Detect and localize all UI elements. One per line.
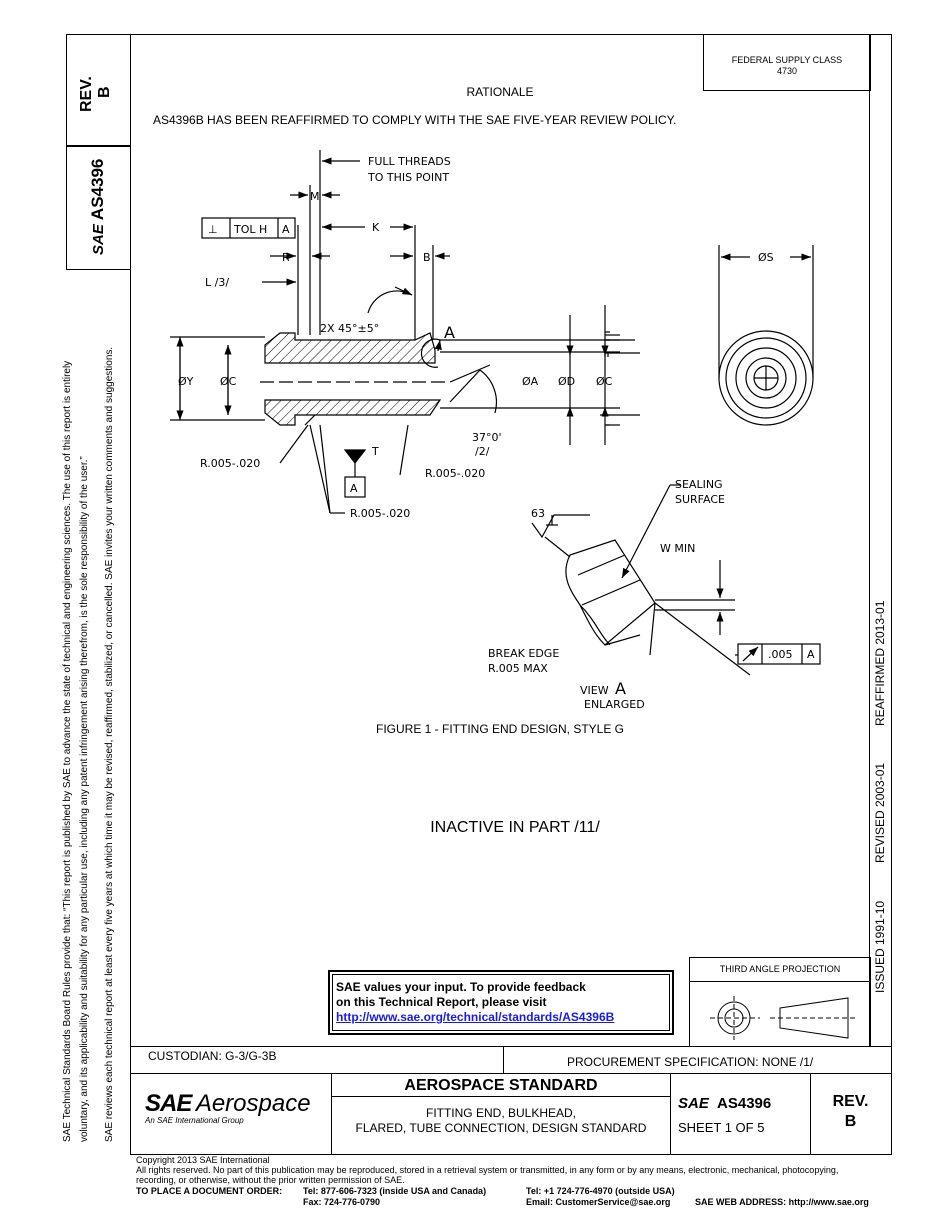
reaffirmed-date: REAFFIRMED 2013-01: [873, 600, 887, 726]
logo-tagline: An SAE International Group: [145, 1116, 244, 1125]
angle-label: 37°0': [472, 431, 502, 444]
document-title: FITTING END, BULKHEAD, FLARED, TUBE CONN…: [355, 1106, 647, 1135]
enlarged-label: ENLARGED: [584, 698, 645, 711]
radius-left: R.005-.020: [200, 457, 260, 470]
finish-label: 63: [531, 507, 545, 520]
title-block-bottom: [130, 1154, 892, 1155]
supply-class-box: FEDERAL SUPPLY CLASS 4730: [703, 34, 871, 91]
fcf-value: .005: [768, 648, 793, 661]
tol-datum: A: [282, 223, 290, 236]
custodian: CUSTODIAN: G-3/G-3B: [148, 1049, 277, 1063]
standard-type: AEROSPACE STANDARD: [404, 1077, 598, 1094]
dim-s: ØS: [758, 251, 774, 264]
figure-caption: FIGURE 1 - FITTING END DESIGN, STYLE G: [375, 722, 625, 736]
rules-text-3: SAE reviews each technical report at lea…: [104, 346, 115, 1142]
logo-divider: [331, 1073, 332, 1155]
full-threads-label: FULL THREADS: [368, 155, 451, 168]
tol-h: TOL H: [233, 223, 267, 236]
rev-block: REV. B: [832, 1093, 869, 1130]
frame-right: [891, 34, 892, 1154]
fitting-end-drawing: [170, 305, 640, 445]
dim-l: L /3/: [205, 276, 229, 289]
feedback-box: SAE values your input. To provide feedba…: [328, 970, 674, 1035]
dim-b: B: [423, 251, 431, 264]
sealing-label: SEALING: [675, 478, 723, 491]
sae-aerospace-logo: SAE Aerospace An SAE International Group: [145, 1090, 311, 1125]
dim-r: R: [282, 251, 290, 264]
custodian-divider: [503, 1046, 504, 1074]
chamfer-label: 2X 45°±5°: [320, 322, 379, 335]
rights-line-2: recording, or otherwise, without the pri…: [136, 1175, 405, 1185]
right-strip-border: [869, 34, 870, 1046]
frame-top: [130, 34, 892, 35]
doc-number-left: SAE AS4396: [88, 158, 107, 255]
rules-text-2: voluntary, and its applicability and sui…: [79, 456, 90, 1142]
w-min-label: W MIN: [660, 542, 695, 555]
rights-line-1: All rights reserved. No part of this pub…: [136, 1165, 839, 1175]
full-threads-label-2: TO THIS POINT: [367, 171, 449, 184]
aerospace-wordmark: Aerospace: [195, 1090, 311, 1117]
fitting-end-detail-drawing: FULL THREADS TO THIS POINT M K R B L /3/…: [178, 150, 821, 711]
dim-c-left: ØC: [220, 375, 237, 388]
datum-t: T: [371, 445, 379, 458]
dim-c-right: ØC: [596, 375, 613, 388]
web-address: SAE WEB ADDRESS: http://www.sae.org: [695, 1197, 869, 1207]
view-label: VIEW: [580, 684, 609, 697]
rationale-text: AS4396B HAS BEEN REAFFIRMED TO COMPLY WI…: [153, 113, 677, 127]
std-type-underline: [331, 1096, 671, 1097]
rev-divider: [810, 1073, 811, 1155]
doc-number-block: SAE AS4396: [678, 1095, 771, 1112]
dim-m: M: [310, 190, 320, 203]
radius-bottom: R.005-.020: [350, 507, 410, 520]
copyright: Copyright 2013 SAE International: [136, 1155, 270, 1165]
fax: Fax: 724-776-0790: [303, 1197, 381, 1207]
fcf-datum: A: [807, 648, 815, 661]
title-block-top: [130, 1046, 892, 1047]
procurement-spec: PROCUREMENT SPECIFICATION: NONE /1/: [567, 1055, 814, 1069]
dim-d: ØD: [558, 375, 575, 388]
break-edge-label-2: R.005 MAX: [488, 662, 548, 675]
angle-note: /2/: [475, 445, 490, 458]
sae-logo-mark: SAE: [145, 1090, 192, 1117]
datum-a: A: [350, 482, 358, 495]
feedback-link[interactable]: http://www.sae.org/technical/standards/A…: [336, 1010, 615, 1024]
feedback-line-1: SAE values your input. To provide feedba…: [336, 980, 586, 994]
feedback-line-2: on this Technical Report, please visit: [336, 995, 547, 1009]
rev-label-left: REV. B: [78, 76, 113, 112]
title-divider: [670, 1073, 671, 1155]
dim-a: ØA: [522, 375, 539, 388]
rationale-title: RATIONALE: [466, 85, 534, 99]
email: Email: CustomerService@sae.org: [526, 1197, 671, 1207]
tel-outside: Tel: +1 724-776-4970 (outside USA): [526, 1186, 675, 1196]
sae-logo-icon: SAE: [90, 224, 107, 255]
sheet-number: SHEET 1 OF 5: [678, 1120, 765, 1135]
projection-label: THIRD ANGLE PROJECTION: [719, 964, 841, 974]
view-a-marker: A: [444, 323, 455, 342]
rules-text-1: SAE Technical Standards Board Rules prov…: [62, 360, 73, 1142]
tol-perp: ⊥: [208, 223, 218, 236]
dim-k: K: [372, 221, 380, 234]
sae-small-logo: SAE: [678, 1095, 709, 1112]
projection-divider: [689, 981, 871, 982]
order-label: TO PLACE A DOCUMENT ORDER:: [136, 1186, 283, 1196]
inactive-note: INACTIVE IN PART /11/: [430, 819, 600, 836]
view-letter: A: [615, 679, 626, 698]
radius-right: R.005-.020: [425, 467, 485, 480]
third-angle-symbol-icon: [710, 996, 855, 1040]
doc-number: AS4396: [717, 1095, 772, 1112]
tel-usa: Tel: 877-606-7323 (inside USA and Canada…: [303, 1186, 487, 1196]
break-edge-label: BREAK EDGE: [488, 647, 559, 660]
issued-date: ISSUED 1991-10: [873, 900, 887, 993]
revised-date: REVISED 2003-01: [873, 762, 887, 863]
title-block-row: [130, 1073, 892, 1074]
dim-y: ØY: [178, 375, 194, 388]
sealing-label-2: SURFACE: [675, 493, 725, 506]
frame-left: [130, 34, 131, 1154]
